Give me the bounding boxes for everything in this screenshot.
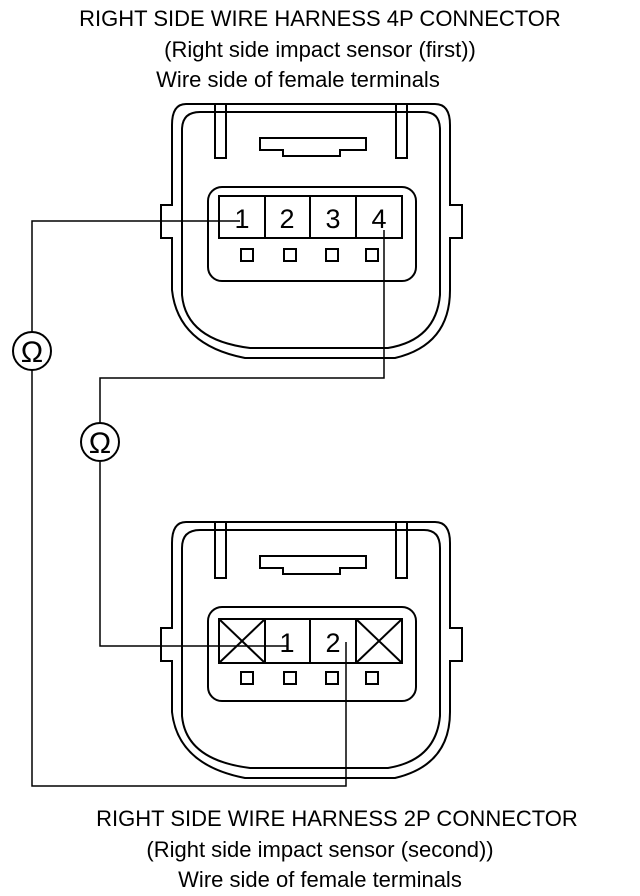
- top-pin-2: 2: [279, 204, 294, 234]
- bottom-pin-2: 2: [325, 628, 340, 658]
- ohm-icon: Ω: [89, 427, 111, 460]
- bottom-connector-subtitle: (Right side impact sensor (second)): [146, 837, 494, 862]
- top-connector-title: RIGHT SIDE WIRE HARNESS 4P CONNECTOR: [79, 6, 561, 31]
- ohmmeter-left: Ω: [12, 331, 52, 371]
- bottom-connector: [160, 521, 463, 779]
- bottom-connector-title: RIGHT SIDE WIRE HARNESS 2P CONNECTOR: [96, 806, 578, 831]
- top-pin-1: 1: [234, 204, 249, 234]
- top-connector-subtitle: (Right side impact sensor (first)): [164, 37, 476, 62]
- ohm-icon: Ω: [21, 336, 43, 369]
- test-wires: [31, 220, 385, 787]
- top-connector-note: Wire side of female terminals: [156, 67, 440, 92]
- ohmmeter-middle: Ω: [80, 422, 120, 462]
- bottom-connector-note: Wire side of female terminals: [178, 867, 462, 892]
- top-pin-3: 3: [325, 204, 340, 234]
- top-connector: [160, 103, 463, 359]
- bottom-pin-1: 1: [279, 628, 294, 658]
- top-pin-4: 4: [371, 204, 386, 234]
